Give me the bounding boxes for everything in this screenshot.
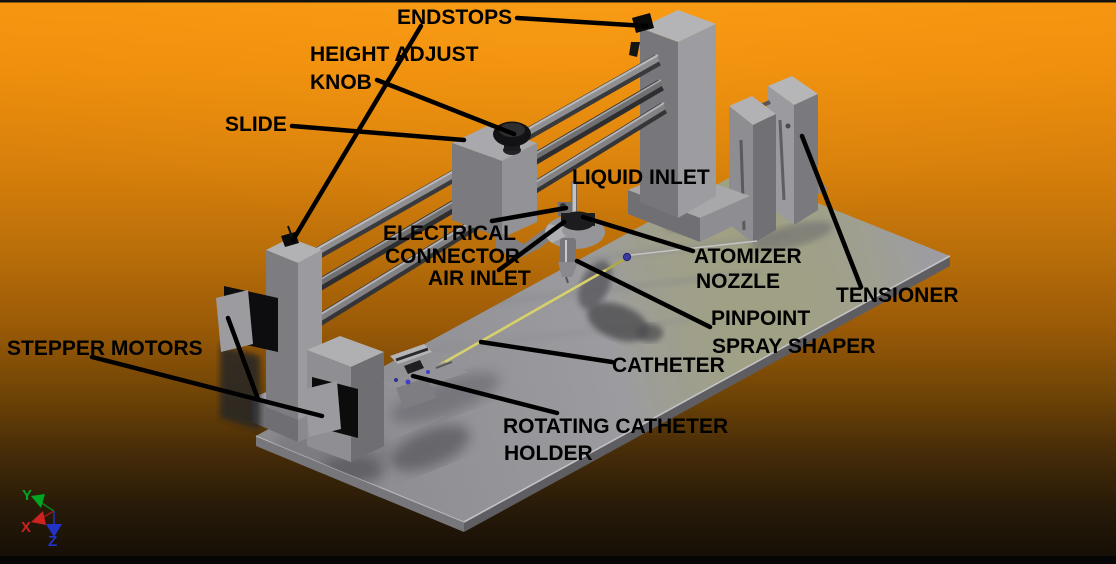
label-stepper-motors: STEPPER MOTORS [7,337,203,360]
label-nozzle: NOZZLE [696,270,780,293]
label-tensioner: TENSIONER [836,284,959,307]
label-spray-shaper: SPRAY SHAPER [712,335,875,358]
leader-rotating-holder [410,373,560,416]
stepper-motor-lower [305,377,358,438]
label-connector: CONNECTOR [385,245,520,268]
leader-lines [89,15,864,419]
label-air-inlet: AIR INLET [428,267,531,290]
endstop-right [629,13,654,57]
slide-block [452,121,560,260]
y-axis-arrow [31,494,45,508]
stepper-motor-upper [216,286,278,352]
leader-air-inlet [496,219,567,273]
label-liquid-inlet: LIQUID INLET [572,166,710,189]
leader-atomizer-nozzle [580,214,696,254]
leader-stepper-upper [225,315,261,402]
leader-tensioner [799,133,864,290]
catheter-line [435,240,758,369]
label-holder: HOLDER [504,442,593,465]
leader-stepper-lower [89,354,325,419]
leader-catheter [478,339,615,365]
y-axis-line [39,501,55,512]
catheter-bead [622,252,632,262]
leader-slide [289,123,467,143]
top-black-strip [0,0,1116,3]
y-axis-label: Y [22,487,32,504]
right-tower [628,10,750,242]
tensioner [726,76,828,243]
pinpoint-spray-shaper-part [558,262,578,277]
leader-electrical-connector [489,205,569,224]
label-endstops: ENDSTOPS [397,6,512,29]
label-electrical: ELECTRICAL [383,222,516,245]
z-axis-label: Z [48,533,57,550]
atomizer-nozzle-part [558,238,578,284]
leader-height-adjust-knob [374,77,517,137]
x-axis-label: X [21,519,31,536]
axis-triad: Y X Z [21,487,62,550]
x-axis-arrow [31,511,46,525]
part-labels: ENDSTOPS HEIGHT ADJUST KNOB SLIDE LIQUID… [7,6,959,465]
label-rotating-catheter: ROTATING CATHETER [503,415,728,438]
label-slide: SLIDE [225,113,287,136]
leader-endstops-right [514,15,649,29]
label-atomizer: ATOMIZER [694,245,802,268]
label-pinpoint: PINPOINT [711,307,810,330]
leader-pinpoint-spray-shaper [574,258,713,330]
bottom-black-strip [0,556,1116,564]
label-knob: KNOB [310,71,372,94]
tower-shadow [220,345,260,430]
z-axis-arrow [46,524,62,537]
label-height-adjust: HEIGHT ADJUST [310,43,479,66]
slide-lower-arm [496,220,560,260]
label-catheter: CATHETER [612,354,725,377]
